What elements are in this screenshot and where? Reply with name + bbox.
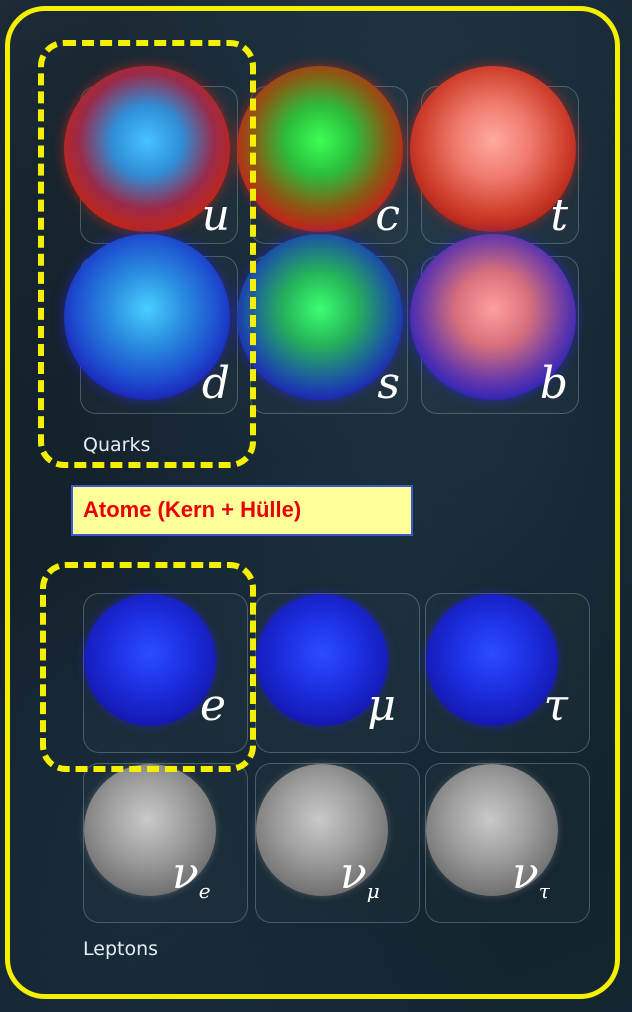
quark-b-ball bbox=[410, 234, 576, 400]
quark-t-ball bbox=[410, 66, 576, 232]
lepton-nu-mu-symbol: νμ bbox=[340, 852, 402, 903]
quark-s-symbol: s bbox=[377, 358, 400, 409]
nu-e-symbol-main: ν bbox=[172, 848, 199, 899]
lepton-tau-ball bbox=[426, 594, 558, 726]
lepton-e-ball bbox=[84, 594, 216, 726]
leptons-group-label: Leptons bbox=[83, 938, 159, 960]
quark-c-symbol: c bbox=[375, 190, 400, 241]
lepton-tau-symbol: τ bbox=[543, 680, 568, 731]
lepton-cell-tau bbox=[425, 593, 590, 753]
nu-mu-symbol-main: ν bbox=[340, 848, 367, 899]
atoms-callout: Atome (Kern + Hülle) bbox=[71, 485, 413, 536]
lepton-mu-symbol: μ bbox=[367, 680, 396, 731]
quark-d-ball bbox=[64, 234, 230, 400]
lepton-nu-tau-ball bbox=[426, 764, 558, 896]
lepton-nu-e-symbol: νe bbox=[172, 852, 234, 903]
lepton-nu-mu-ball bbox=[256, 764, 388, 896]
quark-b-symbol: b bbox=[539, 358, 568, 409]
quark-c-ball bbox=[237, 66, 403, 232]
quark-s-ball bbox=[237, 234, 403, 400]
nu-tau-symbol-main: ν bbox=[512, 848, 539, 899]
lepton-cell-nu-e bbox=[83, 763, 248, 923]
electron-highlight-dashed-box bbox=[40, 562, 256, 772]
outer-frame bbox=[5, 6, 620, 999]
nu-mu-subscript: μ bbox=[366, 879, 380, 903]
lepton-nu-tau-symbol: ντ bbox=[512, 852, 574, 903]
lepton-cell-nu-tau bbox=[425, 763, 590, 923]
quark-u-symbol: u bbox=[201, 190, 230, 241]
lepton-mu-ball bbox=[256, 594, 388, 726]
nu-e-subscript: e bbox=[198, 879, 211, 903]
lepton-cell-e bbox=[83, 593, 248, 753]
quarks-highlight-dashed-box bbox=[38, 40, 256, 468]
nu-tau-subscript: τ bbox=[538, 879, 550, 903]
lepton-e-symbol: e bbox=[199, 680, 226, 731]
lepton-cell-nu-mu bbox=[255, 763, 420, 923]
lepton-nu-e-ball bbox=[84, 764, 216, 896]
quark-u-ball bbox=[64, 66, 230, 232]
quark-t-symbol: t bbox=[550, 190, 568, 241]
quark-d-symbol: d bbox=[201, 358, 230, 409]
quarks-group-label: Quarks bbox=[83, 434, 151, 456]
